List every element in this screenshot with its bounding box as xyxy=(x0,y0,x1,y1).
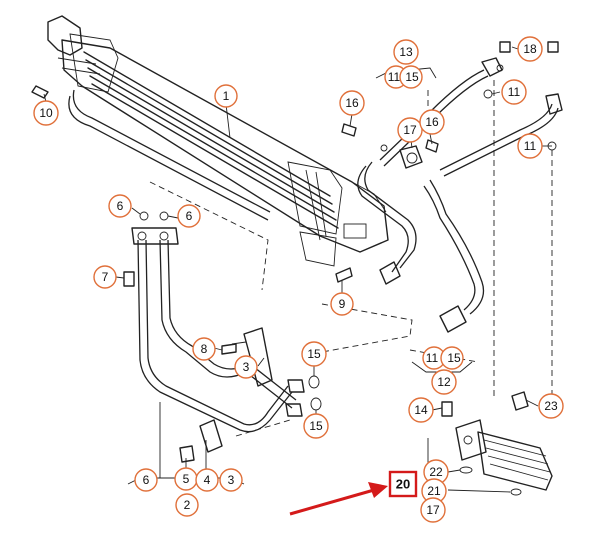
callout-21: 21 xyxy=(421,478,447,504)
highlight-20: 20 xyxy=(388,470,418,498)
svg-text:11: 11 xyxy=(426,351,439,365)
svg-text:9: 9 xyxy=(339,297,346,311)
svg-text:6: 6 xyxy=(143,473,150,487)
svg-text:20: 20 xyxy=(396,477,410,492)
callout-11-right: 11 xyxy=(517,133,543,159)
svg-text:6: 6 xyxy=(186,209,193,223)
callout-22: 22 xyxy=(423,459,449,485)
callout-12: 12 xyxy=(431,369,457,395)
svg-text:16: 16 xyxy=(425,115,439,129)
svg-text:11: 11 xyxy=(508,85,521,99)
svg-text:11: 11 xyxy=(388,70,401,84)
callout-5: 5 xyxy=(174,467,198,491)
svg-text:4: 4 xyxy=(204,473,211,487)
svg-text:7: 7 xyxy=(102,270,109,284)
callout-11-15-top: 11 15 xyxy=(384,65,423,89)
callout-15-upper: 15 xyxy=(301,341,327,367)
svg-text:17: 17 xyxy=(426,503,440,517)
svg-text:5: 5 xyxy=(183,472,190,486)
callout-15-lower: 15 xyxy=(303,413,329,439)
svg-text:13: 13 xyxy=(399,45,413,59)
svg-text:1: 1 xyxy=(223,89,230,103)
svg-text:6: 6 xyxy=(117,199,124,213)
red-arrow xyxy=(289,482,388,516)
svg-text:18: 18 xyxy=(523,42,537,56)
callout-11-15-mid: 11 15 xyxy=(422,346,464,370)
svg-text:3: 3 xyxy=(243,360,250,374)
callout-13: 13 xyxy=(393,39,419,65)
callout-16-left: 16 xyxy=(339,90,365,116)
callout-6-right: 6 xyxy=(177,204,201,228)
callout-11-top: 11 xyxy=(501,79,527,105)
callout-23: 23 xyxy=(538,393,564,419)
svg-text:12: 12 xyxy=(437,375,451,389)
svg-text:17: 17 xyxy=(403,123,417,137)
callout-6-left: 6 xyxy=(108,194,132,218)
callout-14: 14 xyxy=(408,397,434,423)
callout-16-right: 16 xyxy=(419,109,445,135)
callout-6-bottom: 6 xyxy=(134,468,158,492)
callout-17-bottom: 17 xyxy=(420,497,446,523)
svg-text:3: 3 xyxy=(228,473,235,487)
transmission-cooler xyxy=(47,15,389,267)
svg-text:15: 15 xyxy=(307,347,321,361)
svg-text:23: 23 xyxy=(544,399,558,413)
svg-text:22: 22 xyxy=(429,465,443,479)
callout-8: 8 xyxy=(192,337,216,361)
callout-17-top: 17 xyxy=(397,117,423,143)
callout-3-mid: 3 xyxy=(234,355,258,379)
callout-7: 7 xyxy=(93,265,117,289)
callout-9: 9 xyxy=(330,292,354,316)
svg-text:15: 15 xyxy=(309,419,323,433)
callout-2: 2 xyxy=(175,493,199,517)
callout-18: 18 xyxy=(517,36,543,62)
leader-lines xyxy=(43,46,552,493)
svg-text:15: 15 xyxy=(447,351,461,365)
bolts xyxy=(31,41,559,417)
svg-text:11: 11 xyxy=(524,139,537,153)
svg-text:10: 10 xyxy=(39,106,53,120)
callout-10: 10 xyxy=(33,100,59,126)
callout-4: 4 xyxy=(195,468,219,492)
callout-1: 1 xyxy=(214,84,238,108)
svg-text:21: 21 xyxy=(427,484,441,498)
upper-pipes xyxy=(357,57,563,333)
svg-text:16: 16 xyxy=(345,96,359,110)
svg-text:14: 14 xyxy=(414,403,428,417)
lower-pipes xyxy=(131,227,322,433)
svg-text:15: 15 xyxy=(405,70,419,84)
callout-3-bottom: 3 xyxy=(219,468,243,492)
auxiliary-cooler xyxy=(455,391,553,496)
svg-text:8: 8 xyxy=(201,342,208,356)
svg-text:2: 2 xyxy=(184,498,191,512)
